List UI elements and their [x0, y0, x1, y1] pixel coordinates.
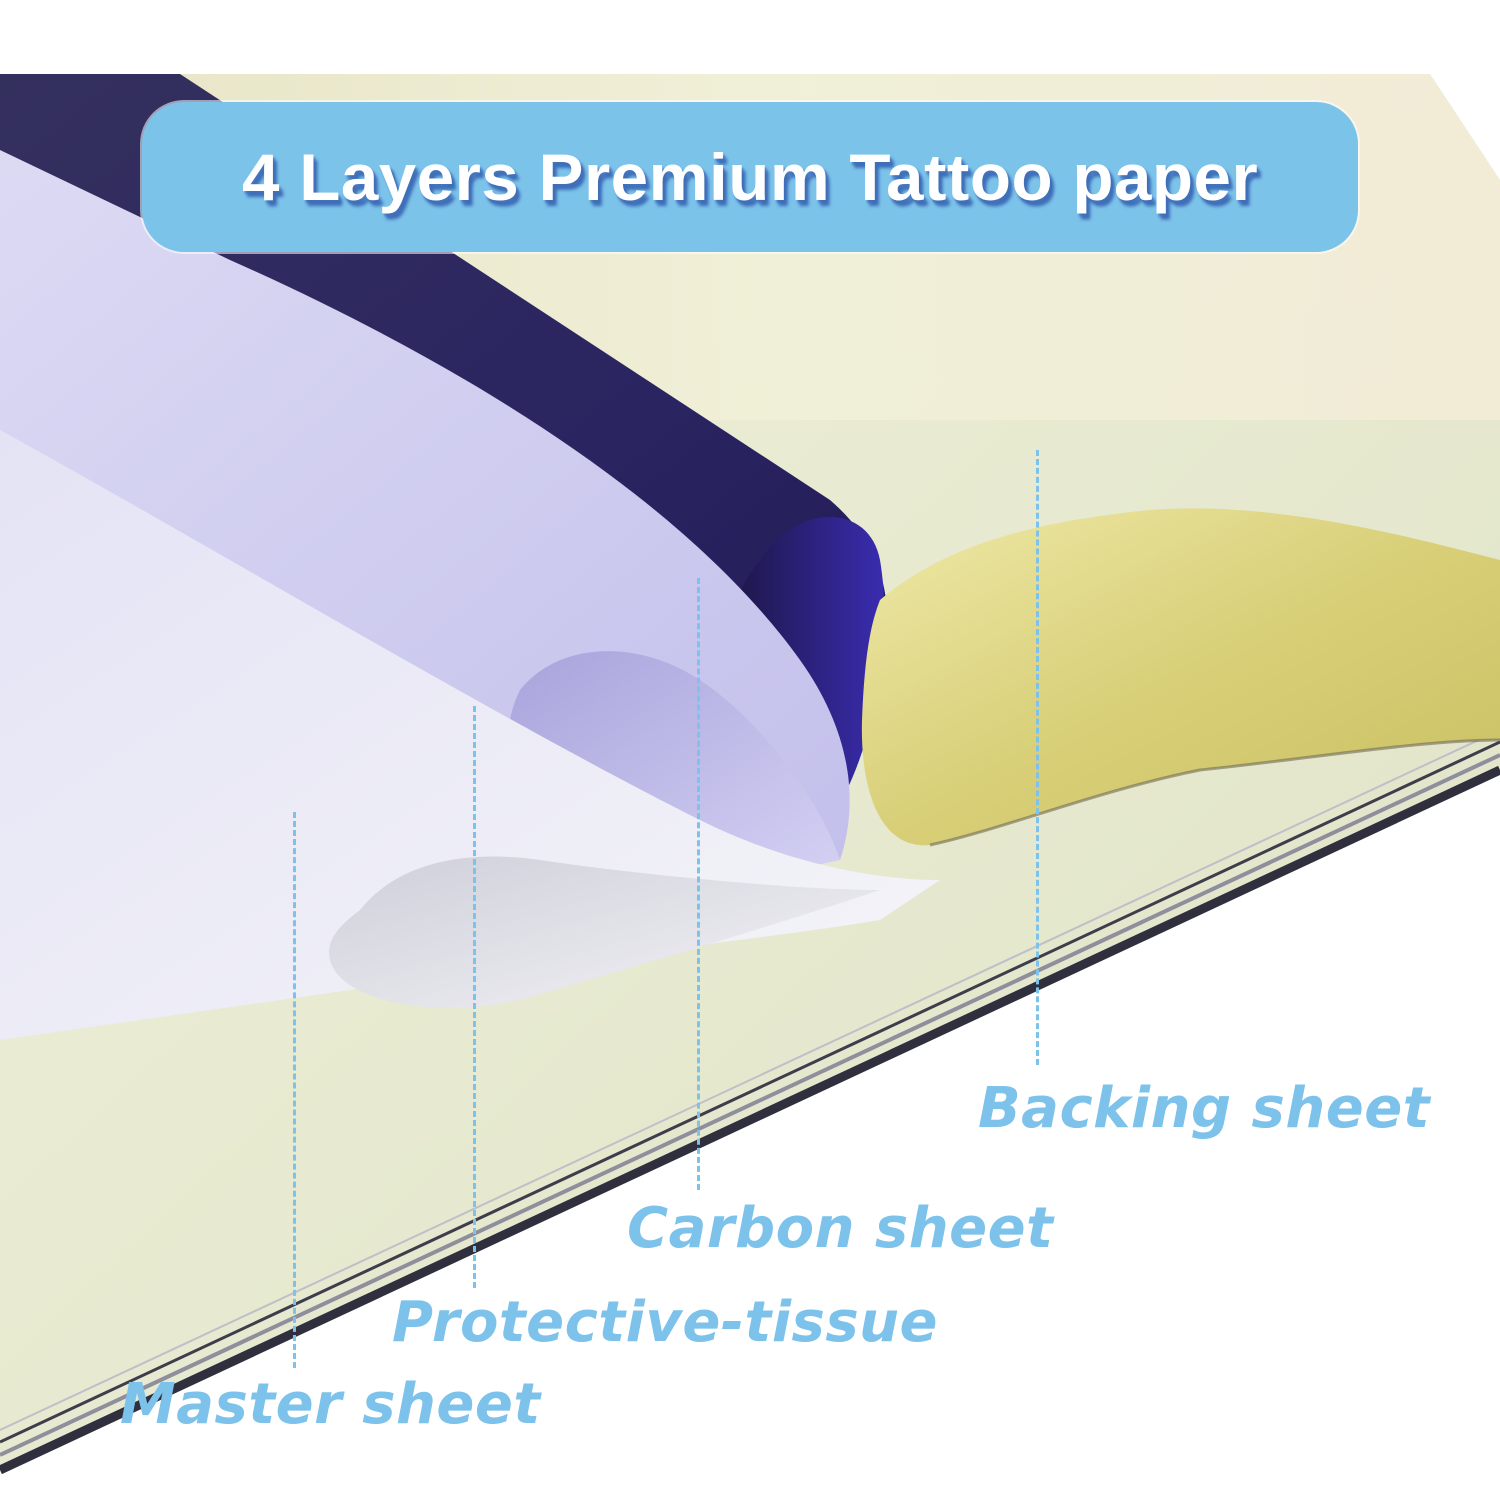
title-banner: 4 Layers Premium Tattoo paper — [142, 102, 1358, 252]
backing-sheet-leader-line — [1036, 450, 1039, 1065]
protective-tissue-leader-line — [473, 706, 476, 1288]
carbon-sheet-label: Carbon sheet — [627, 1196, 1054, 1261]
carbon-sheet-leader-line — [697, 578, 700, 1190]
protective-tissue-label: Protective-tissue — [392, 1290, 939, 1355]
backing-sheet-label: Backing sheet — [978, 1076, 1430, 1141]
banner-title: 4 Layers Premium Tattoo paper — [241, 140, 1259, 214]
master-sheet-leader-line — [293, 812, 296, 1368]
master-sheet-label: Master sheet — [120, 1372, 541, 1437]
